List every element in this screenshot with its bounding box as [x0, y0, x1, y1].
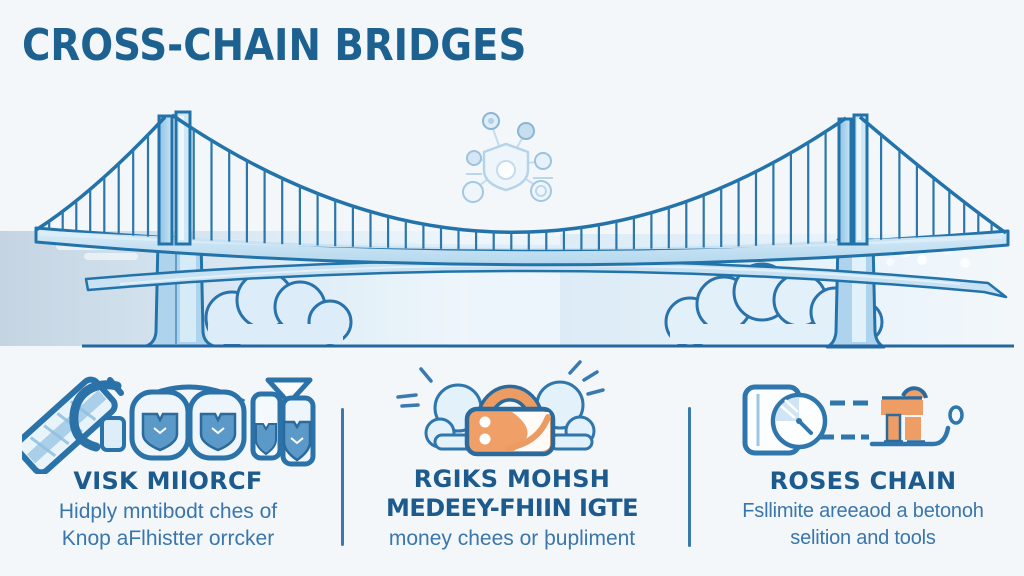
column-divider-left	[341, 408, 344, 546]
column-heading: RGIKS MOHSH	[413, 465, 611, 493]
clock-door-icon	[742, 384, 828, 456]
right-tower-columns	[837, 113, 869, 246]
column-text-line: Hidply mntibodt ches of	[58, 500, 278, 523]
cloud	[204, 270, 353, 346]
padlock-icon	[464, 384, 556, 457]
left-tower	[144, 238, 216, 348]
column-text-line: Knop aFlhistter orrcker	[61, 527, 275, 550]
goggles-shields-icon	[129, 384, 247, 461]
shield-badge-icon	[250, 377, 316, 467]
left-tower-columns	[157, 110, 192, 246]
column-heading: ROSES CHAIN	[769, 467, 957, 495]
bridge-illustration	[0, 110, 1014, 349]
network-node-cluster-icon	[462, 112, 553, 203]
info-column-left: VISK MIlORCF Hidply mntibodt ches of Kno…	[6, 468, 330, 552]
info-column-middle: RGIKS MOHSH MEDEEY-FHIIN IGTE money chee…	[350, 466, 674, 552]
column-heading: VISK MIlORCF	[73, 467, 263, 495]
column-text-line: selition and tools	[790, 527, 936, 549]
suspender-ropes	[48, 127, 993, 250]
dashed-transfer-line	[820, 400, 869, 440]
page-title: CROSS-CHAIN BRIDGES	[22, 20, 527, 71]
column-divider-right	[688, 407, 691, 547]
tools-and-shields-icon	[22, 376, 316, 474]
wrench-icon	[69, 380, 122, 452]
column-text-line: Fsllimite areeaod a betonoh	[742, 500, 984, 522]
column-text-line: money chees or þupliment	[388, 527, 636, 550]
padlock-with-clouds-icon	[396, 360, 605, 457]
sparkle-lines	[396, 360, 605, 408]
column-heading-line2: MEDEEY-FHIIN IGTE	[385, 494, 639, 522]
locked-token-icon	[869, 386, 964, 447]
clock-transfer-lock-icon	[742, 384, 964, 456]
info-column-right: ROSES CHAIN Fsllimite areeaod a betonoh …	[700, 468, 1024, 552]
